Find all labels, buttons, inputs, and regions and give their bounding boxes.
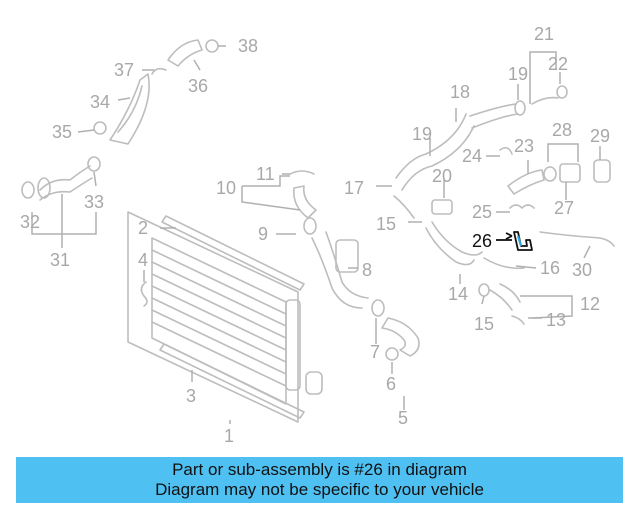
callout-34: 34 bbox=[90, 92, 110, 112]
leader-lines bbox=[31, 45, 601, 424]
callout-1: 1 bbox=[224, 426, 234, 446]
callout-37: 37 bbox=[114, 60, 134, 80]
callout-31: 31 bbox=[50, 250, 70, 270]
callout-17: 17 bbox=[344, 178, 364, 198]
callout-25: 25 bbox=[472, 202, 492, 222]
callout-5: 5 bbox=[398, 408, 408, 428]
callout-15a: 15 bbox=[376, 214, 396, 234]
callout-6: 6 bbox=[386, 374, 396, 394]
callout-labels: 1 2 3 4 5 6 7 8 9 10 11 12 13 14 15 15 1… bbox=[20, 24, 610, 446]
info-banner: Part or sub-assembly is #26 in diagram D… bbox=[16, 457, 623, 503]
center-hose-group bbox=[289, 170, 420, 361]
callout-24: 24 bbox=[462, 146, 482, 166]
callout-27: 27 bbox=[554, 198, 574, 218]
callout-14: 14 bbox=[448, 284, 468, 304]
callout-28: 28 bbox=[552, 120, 572, 140]
callout-23: 23 bbox=[514, 136, 534, 156]
part-26-bracket bbox=[496, 231, 533, 251]
callout-19a: 19 bbox=[412, 124, 432, 144]
left-hose-group bbox=[21, 39, 219, 201]
callout-16: 16 bbox=[540, 258, 560, 278]
callout-11: 11 bbox=[256, 164, 275, 184]
callout-12: 12 bbox=[580, 294, 600, 314]
callout-32: 32 bbox=[20, 212, 40, 232]
callout-30: 30 bbox=[572, 260, 592, 280]
callout-7: 7 bbox=[370, 342, 380, 362]
right-hose-group bbox=[393, 85, 615, 325]
callout-22: 22 bbox=[548, 54, 568, 74]
callout-36: 36 bbox=[188, 76, 208, 96]
callout-4: 4 bbox=[138, 250, 148, 270]
callout-8: 8 bbox=[362, 260, 372, 280]
parts-diagram: 1 2 3 4 5 6 7 8 9 10 11 12 13 14 15 15 1… bbox=[20, 24, 615, 446]
callout-33: 33 bbox=[84, 192, 104, 212]
callout-29: 29 bbox=[590, 126, 610, 146]
callout-15b: 15 bbox=[474, 314, 494, 334]
callout-3: 3 bbox=[186, 386, 196, 406]
banner-line-1: Part or sub-assembly is #26 in diagram bbox=[172, 460, 467, 479]
callout-38: 38 bbox=[238, 36, 258, 56]
callout-26: 26 bbox=[472, 231, 492, 251]
callout-9: 9 bbox=[258, 224, 268, 244]
callout-2: 2 bbox=[138, 218, 148, 238]
callout-20: 20 bbox=[432, 166, 452, 186]
intercooler-assembly bbox=[127, 211, 323, 423]
callout-10: 10 bbox=[216, 178, 236, 198]
callout-13: 13 bbox=[546, 310, 566, 330]
callout-21: 21 bbox=[534, 24, 554, 44]
callout-19b: 19 bbox=[508, 64, 528, 84]
banner-line-2: Diagram may not be specific to your vehi… bbox=[155, 480, 484, 499]
callout-18: 18 bbox=[450, 82, 470, 102]
callout-35: 35 bbox=[52, 122, 72, 142]
